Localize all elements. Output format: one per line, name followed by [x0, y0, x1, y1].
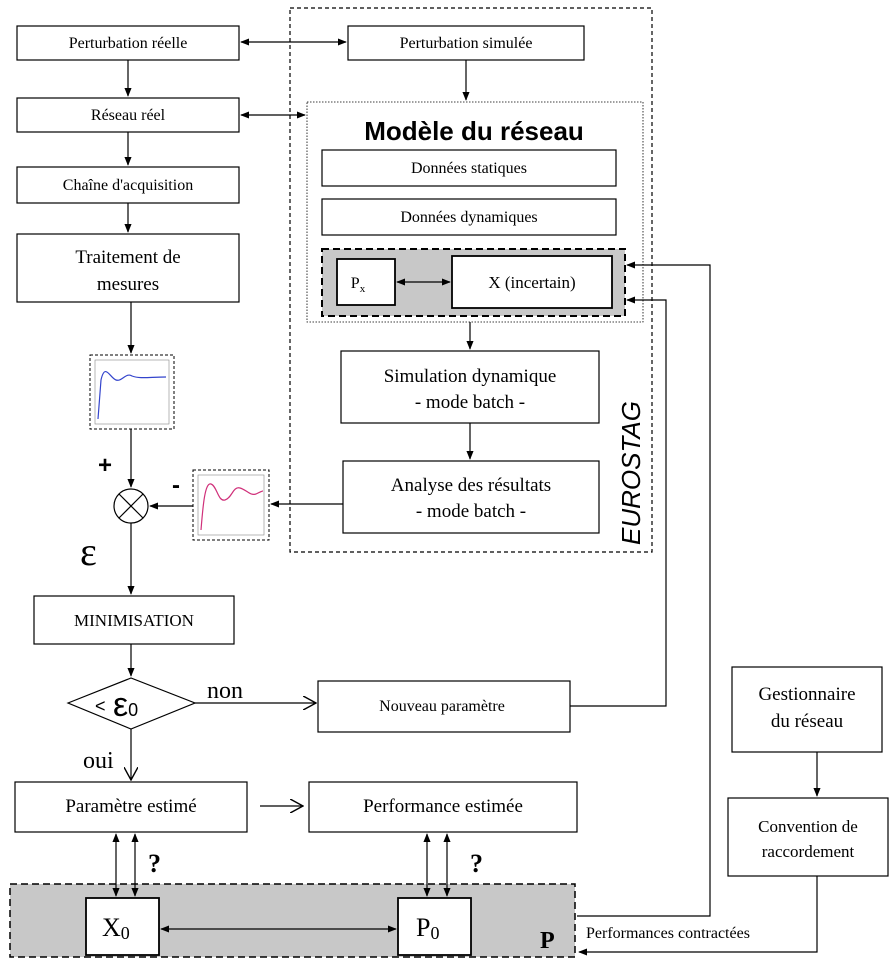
x-incertain-label: X (incertain): [488, 273, 575, 292]
non-label: non: [207, 678, 243, 704]
performance-estimee-box: [308, 781, 578, 833]
epsilon-label: ε: [80, 529, 97, 574]
donnees-dynamiques-label: Données dynamiques: [400, 209, 537, 226]
parametre-estime-label: Paramètre estimé: [65, 796, 196, 817]
convention-label-1: Convention de: [758, 817, 858, 836]
modele-container: [306, 101, 644, 323]
feedback-nouveau-parametre: [570, 296, 667, 707]
plus-sign: +: [98, 452, 112, 479]
eurostag-container: [289, 7, 653, 553]
p0-label: P0: [416, 913, 439, 943]
px-subscript: x: [360, 283, 366, 295]
perturbation-reelle-label: Perturbation réelle: [69, 35, 188, 52]
performance-estimee-label: Performance estimée: [363, 796, 523, 817]
simulation-label-2: - mode batch -: [415, 392, 525, 413]
px-box: [336, 258, 396, 306]
analyse-label-1: Analyse des résultats: [391, 475, 551, 496]
analyse-label-2: - mode batch -: [416, 501, 526, 522]
question-mark-right: ?: [470, 849, 483, 878]
p0-box: [397, 897, 472, 956]
minimisation-label: MINIMISATION: [74, 611, 194, 630]
simulation-label-1: Simulation dynamique: [384, 366, 557, 387]
x0-main: X: [102, 913, 121, 942]
px-main: P: [351, 275, 360, 292]
simulation-dynamique-box: [340, 350, 600, 424]
minimisation-box: [33, 595, 235, 645]
simulated-curve-inner: [197, 474, 265, 536]
gestionnaire-label-1: Gestionnaire: [758, 684, 855, 705]
decision-lt: <: [95, 696, 106, 716]
measured-curve-inner: [94, 359, 170, 425]
p0-subscript: 0: [430, 923, 439, 943]
question-mark-left: ?: [148, 849, 161, 878]
x0-label: X0: [102, 913, 130, 943]
gestionnaire-label-2: du réseau: [771, 711, 844, 732]
perturbation-simulee-label: Perturbation simulée: [400, 35, 533, 52]
oui-label: oui: [83, 748, 114, 774]
decision-epsilon0-main: ε: [113, 686, 128, 724]
simulated-curve: [200, 483, 264, 531]
x0-subscript: 0: [121, 923, 130, 943]
minus-sign: -: [172, 472, 180, 499]
perturbation-reelle-box: [16, 25, 240, 61]
convention-label-2: raccordement: [762, 842, 855, 861]
measured-curve: [97, 370, 167, 420]
analyse-resultats-box: [342, 460, 600, 534]
decision-epsilon0-sub: 0: [128, 700, 138, 720]
parametre-estime-box: [14, 781, 248, 833]
nouveau-parametre-box: [317, 680, 571, 733]
nouveau-parametre-label: Nouveau paramètre: [379, 698, 505, 715]
gestionnaire-box: [731, 666, 883, 753]
eurostag-label: EUROSTAG: [616, 401, 646, 545]
convention-box: [727, 797, 889, 877]
donnees-statiques-box: [321, 149, 617, 187]
performances-contractees-label: Performances contractées: [586, 925, 750, 942]
decision-epsilon0: ε0: [113, 686, 138, 724]
px-label: Px: [351, 275, 366, 295]
x-incertain-box: [451, 255, 613, 309]
p-region-label: P: [540, 928, 555, 954]
traitement-mesures-box: [16, 233, 240, 303]
traitement-label-2: mesures: [97, 274, 159, 295]
donnees-statiques-label: Données statiques: [411, 160, 527, 177]
feedback-p-region: [577, 261, 711, 917]
arrow-convention-to-p: [578, 876, 818, 956]
donnees-dynamiques-box: [321, 198, 617, 236]
reseau-reel-label: Réseau réel: [91, 107, 166, 124]
traitement-label-1: Traitement de: [75, 247, 180, 268]
p0-main: P: [416, 913, 430, 942]
comparator-cross-2: [118, 493, 144, 519]
x0-box: [85, 897, 160, 956]
chaine-acquisition-label: Chaîne d'acquisition: [63, 177, 193, 194]
modele-reseau-title: Modèle du réseau: [364, 116, 584, 146]
